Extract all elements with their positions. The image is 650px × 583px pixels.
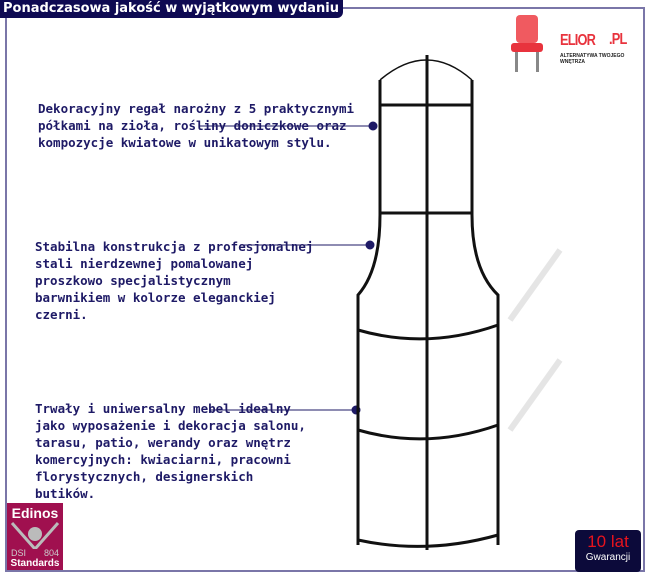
- brand-name: ELIOR: [560, 32, 596, 49]
- corner-shelf-image: [356, 55, 500, 550]
- edinos-v-icon: [10, 522, 60, 552]
- connector-lines: [200, 121, 378, 415]
- page-title: Ponadczasowa jakość w wyjątkowym wydaniu: [0, 0, 344, 18]
- edinos-dsi: DSI: [11, 548, 27, 558]
- feature-text-1: Dekoracyjny regał narożny z 5 praktyczny…: [38, 101, 355, 150]
- brand-tagline: ALTERNATYWA TWOJEGO WNĘTRZA: [560, 53, 625, 65]
- chair-icon: [511, 15, 543, 72]
- feature-text-2: Stabilna konstrukcja z profesjonalnej st…: [35, 239, 314, 322]
- warranty-years: 10 lat: [587, 532, 629, 551]
- feature-text-3: Trwały i uniwersalny mebel idealny jako …: [35, 401, 306, 501]
- edinos-title: Edinos: [11, 505, 59, 521]
- warranty-badge: 10 lat Gwarancji: [575, 530, 641, 572]
- edinos-804: 804: [43, 548, 59, 558]
- warranty-label: Gwarancji: [585, 552, 631, 563]
- brand-suffix: .PL: [609, 31, 627, 48]
- edinos-badge: Edinos DSI 804 Standards: [7, 503, 63, 570]
- edinos-standards: Standards: [10, 558, 60, 569]
